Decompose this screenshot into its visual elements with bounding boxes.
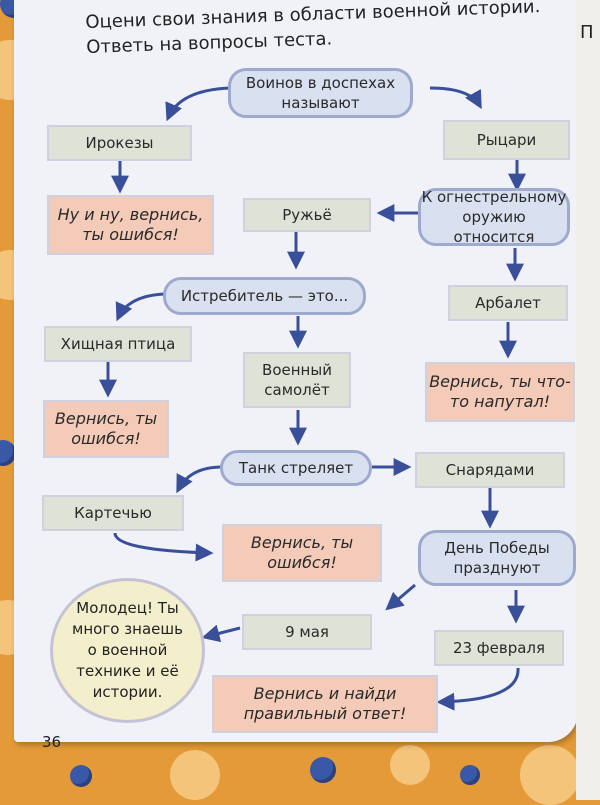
answer-feb-23: 23 февраля (434, 630, 564, 666)
final-well-done: Молодец! Ты много знаешь о военной техни… (50, 578, 205, 723)
answer-rifle: Ружьё (243, 198, 371, 232)
answer-predator-bird: Хищная птица (44, 326, 192, 362)
wrong-answer-2: Вернись, ты что-то напутал! (425, 362, 575, 422)
decor-dot (390, 745, 430, 785)
decor-dot (170, 750, 220, 800)
answer-may-9: 9 мая (242, 614, 372, 650)
question-victory-day: День Победы празднуют (418, 530, 576, 586)
question-tank-fires: Танк стреляет (220, 450, 372, 486)
arrow (429, 86, 482, 110)
answer-iroquois: Ирокезы (47, 125, 192, 161)
arrow (115, 292, 165, 322)
arrow (385, 583, 416, 611)
answer-military-plane: Военный самолёт (243, 352, 351, 408)
decor-dot (0, 440, 16, 466)
arrow (165, 86, 231, 122)
arrow (113, 532, 214, 562)
question-fighter: Истребитель — это... (163, 277, 366, 315)
arrow (201, 624, 241, 643)
decor-dot (520, 745, 580, 805)
wrong-answer-5: Вернись и найди правильный ответ! (212, 675, 438, 733)
decor-dot (310, 757, 336, 783)
answer-grapeshot: Картечью (42, 495, 184, 531)
arrow (436, 667, 520, 711)
next-page-strip (576, 0, 600, 800)
arrow (176, 465, 223, 494)
wrong-answer-3: Вернись, ты ошибся! (43, 400, 169, 458)
question-firearms: К огнестрельному оружию относится (418, 188, 570, 246)
question-warriors: Воинов в доспехах называют (228, 68, 413, 118)
next-page-letter: П (580, 22, 594, 43)
answer-knights: Рыцари (443, 120, 570, 160)
decor-dot (460, 765, 480, 785)
wrong-answer-1: Ну и ну, вернись, ты ошибся! (47, 195, 214, 255)
decor-dot (70, 765, 92, 787)
wrong-answer-4: Вернись, ты ошибся! (222, 524, 382, 582)
answer-crossbow: Арбалет (448, 285, 568, 321)
page-number: 36 (42, 733, 62, 751)
answer-shells: Снарядами (415, 452, 565, 488)
